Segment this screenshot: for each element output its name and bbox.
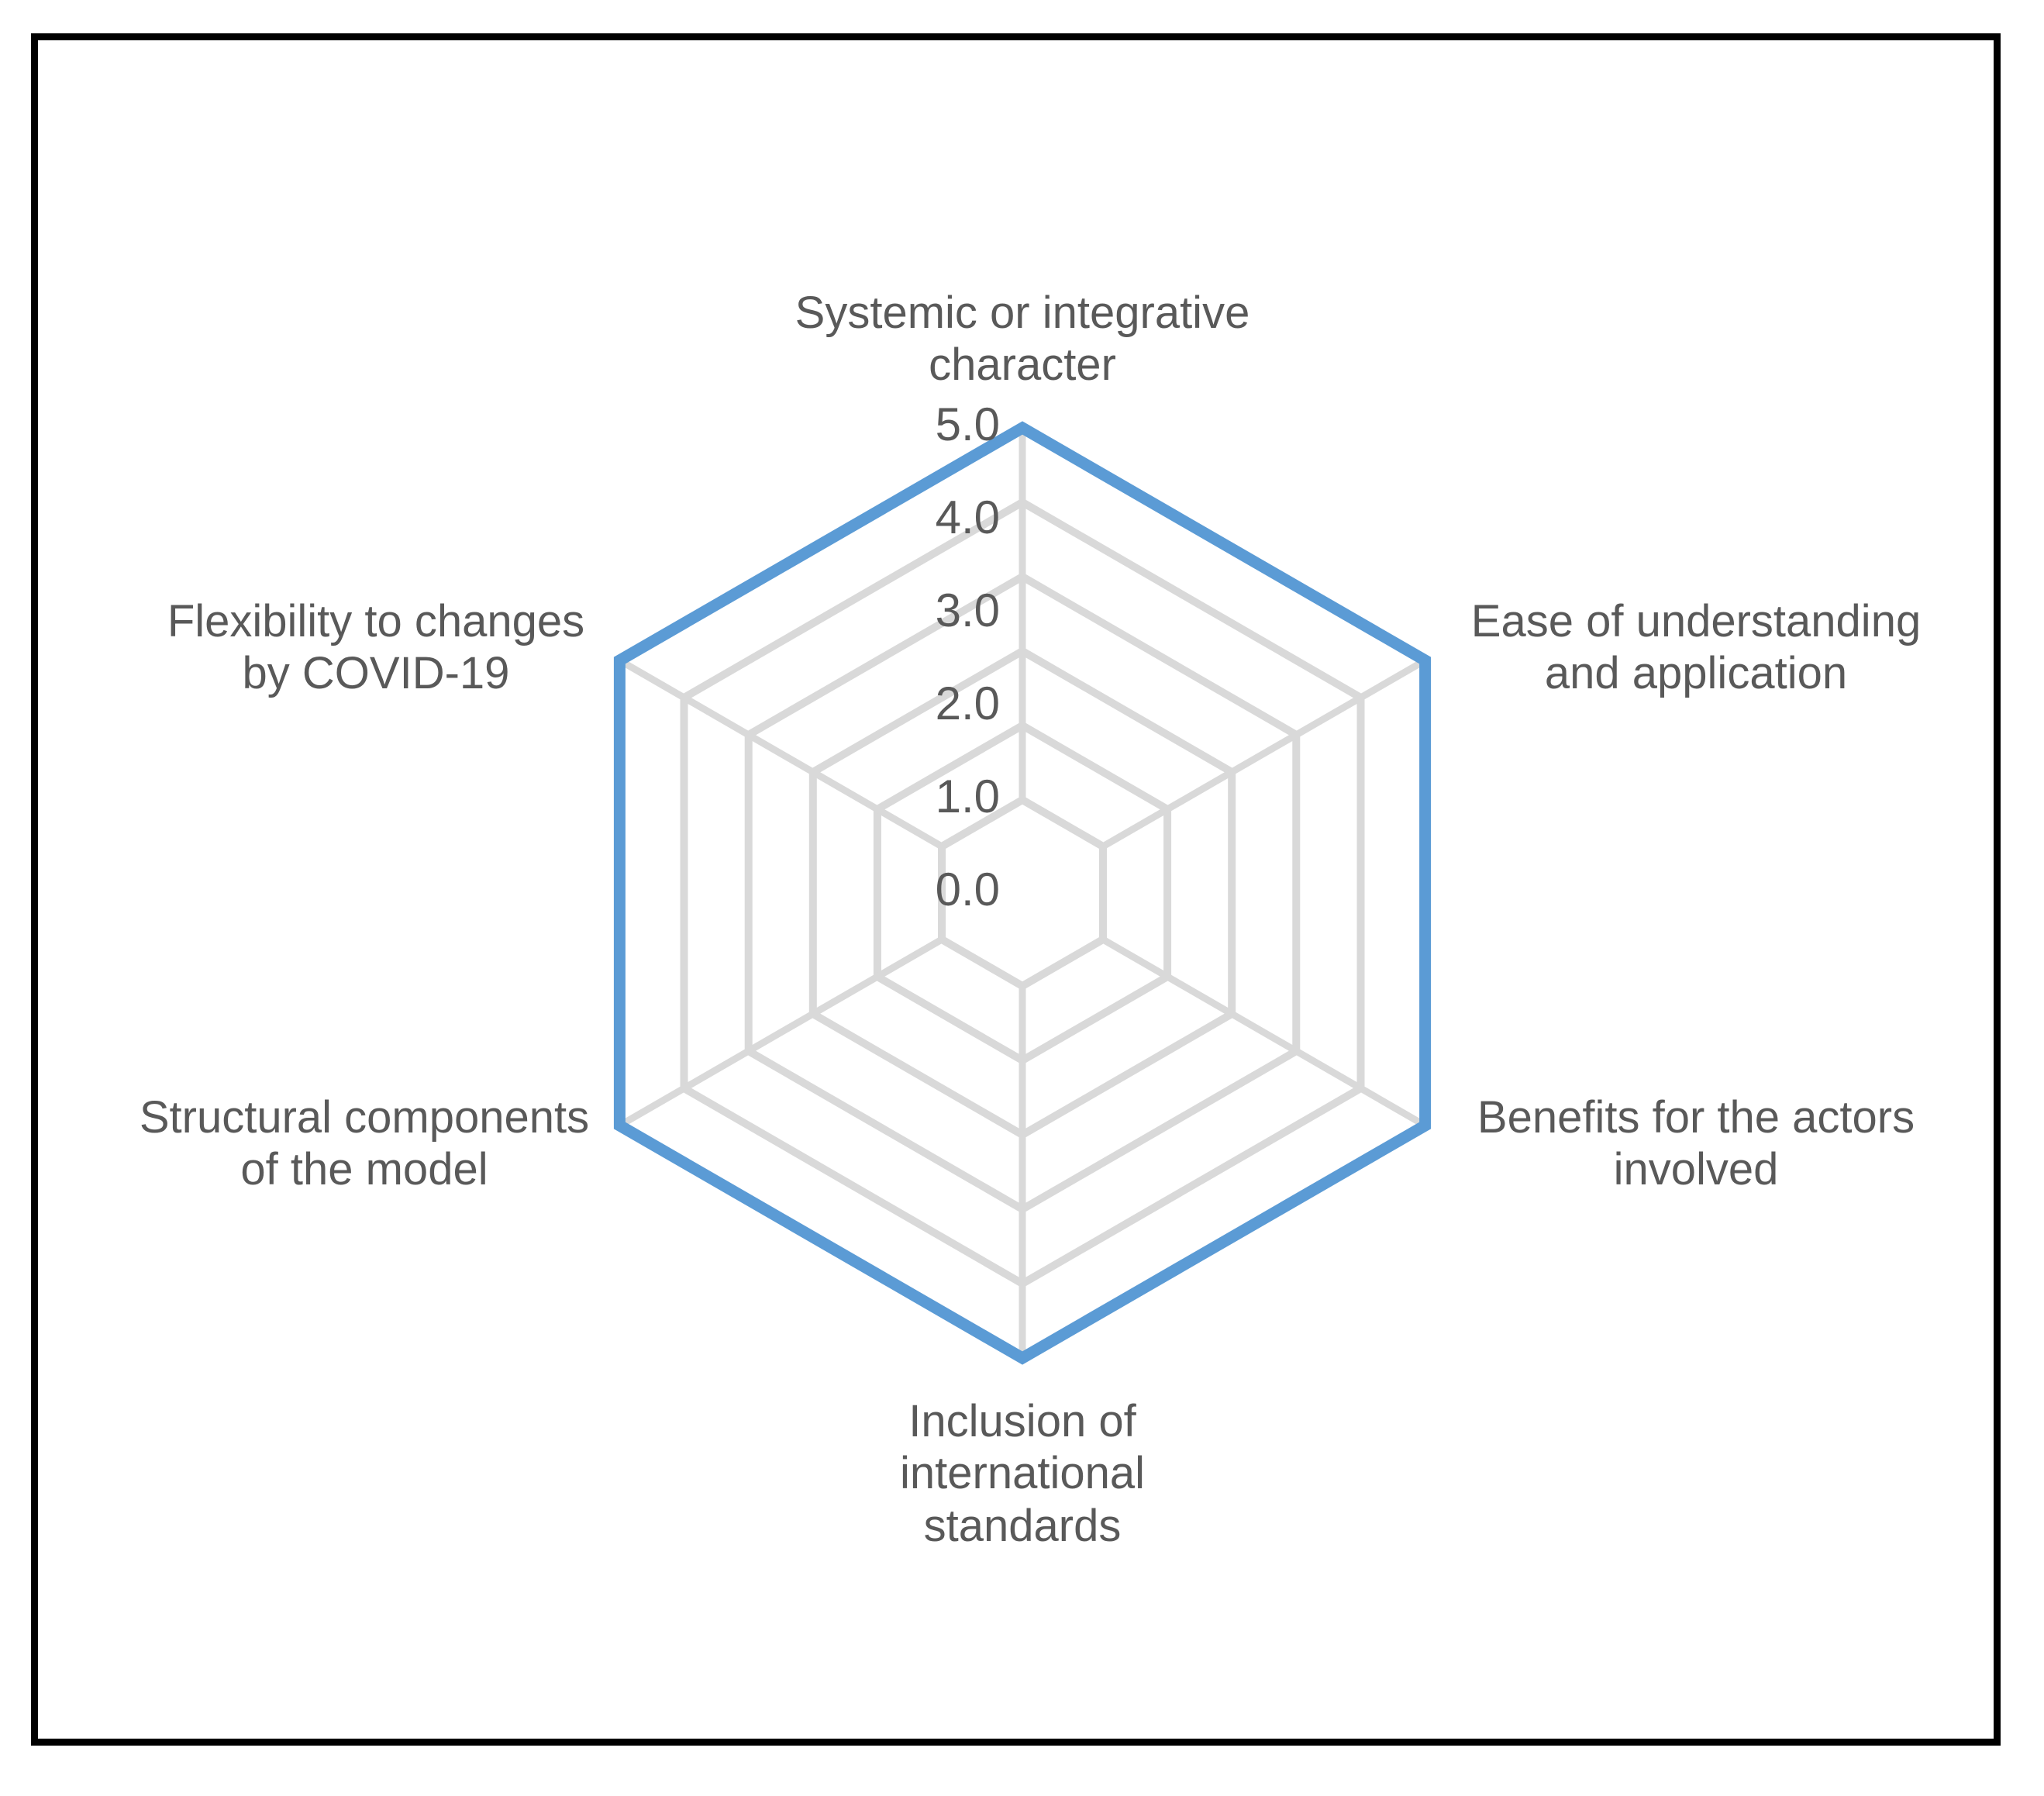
tick-label-2: 2.0	[935, 677, 1000, 729]
axis-label-benefits-for-the-actors-involved: Benefits for the actors involved	[1477, 1092, 1915, 1195]
series-polygon-evaluation[interactable]	[613, 421, 1432, 1365]
axis-label-inclusion-of-international-standards: Inclusion of international standards	[900, 1396, 1145, 1551]
spoke-mask-inner	[942, 800, 1103, 986]
tick-label-1: 1.0	[935, 770, 1000, 822]
tick-label-4: 4.0	[935, 491, 1000, 543]
axis-label-structural-components-of-the-model: Structural components of the model	[139, 1092, 590, 1195]
axis-label-ease-of-understanding-and-application: Ease of understanding and application	[1470, 596, 1922, 699]
tick-label-3: 3.0	[935, 584, 1000, 636]
gridline-ring-0-redraw	[938, 795, 1107, 991]
tick-label-5: 5.0	[935, 398, 1000, 450]
axis-label-systemic-or-integrative-character: Systemic or integrative character	[795, 288, 1250, 391]
axis-label-flexibility-to-changes-by-covid-19: Flexibility to changes by COVID-19	[167, 596, 585, 699]
tick-label-0: 0.0	[935, 864, 1000, 915]
